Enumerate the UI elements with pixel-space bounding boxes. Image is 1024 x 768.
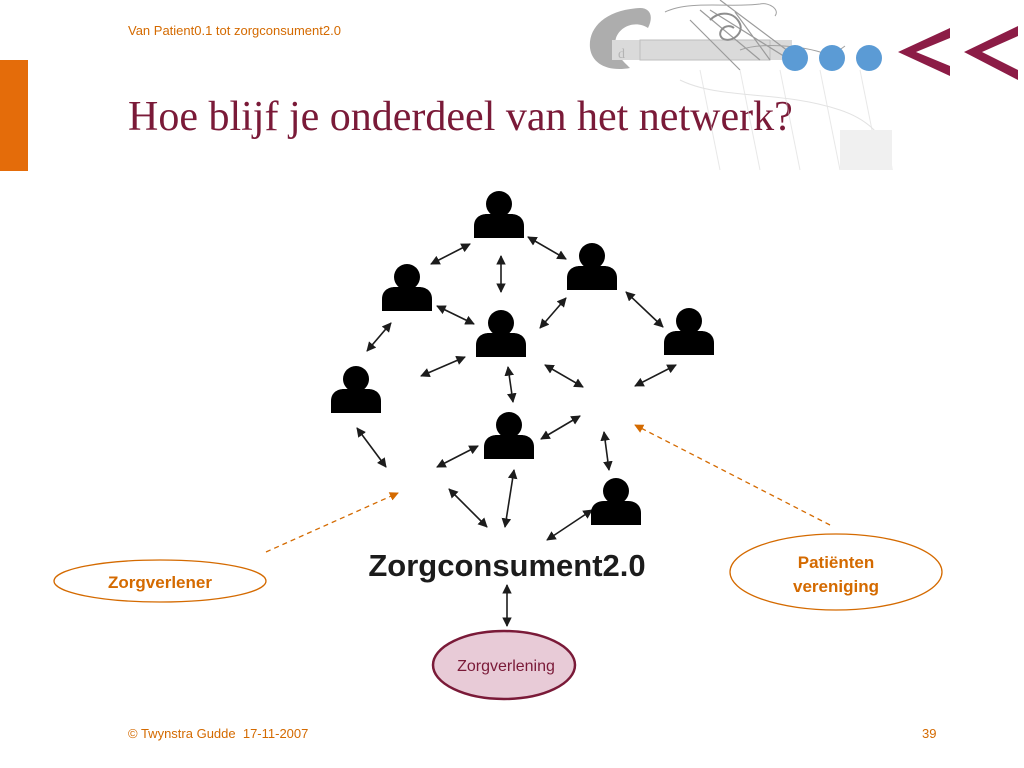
double-arrow-icon	[504, 366, 517, 403]
double-arrow-icon	[366, 322, 392, 352]
logo-icon: d	[589, 0, 1018, 171]
logo-dots	[782, 45, 882, 71]
double-arrow-icon	[448, 488, 488, 528]
person-icon	[476, 310, 526, 357]
double-arrow-icon	[527, 236, 567, 260]
zorgverlener-dashed-arrow	[265, 492, 399, 553]
double-arrow-icon	[544, 364, 584, 388]
double-arrow-icon	[430, 243, 471, 265]
patienten-dashed-arrow	[634, 424, 831, 526]
zorgverlening-ellipse	[431, 629, 577, 701]
footer-page-number: 39	[922, 726, 937, 741]
patienten-label-line1: Patiënten	[798, 553, 875, 572]
double-arrow-icon	[501, 469, 518, 528]
person-icon	[664, 308, 714, 355]
double-arrow-icon	[420, 356, 466, 377]
double-arrow-icon	[436, 305, 475, 325]
zorgverlener-ellipse	[53, 559, 267, 603]
double-arrow-icon	[634, 364, 677, 387]
double-arrow-icon	[539, 297, 567, 329]
patienten-label-line2: vereniging	[793, 577, 879, 596]
double-arrow-icon	[546, 509, 593, 541]
header-subtitle: Van Patient0.1 tot zorgconsument2.0	[128, 23, 341, 38]
person-icon	[382, 264, 432, 311]
network-persons	[331, 191, 714, 525]
double-arrow-icon	[600, 431, 613, 471]
svg-text:d: d	[618, 47, 625, 62]
logo-chevrons	[898, 26, 1018, 80]
person-icon	[331, 366, 381, 413]
person-icon	[591, 478, 641, 525]
logo-sketch: d	[589, 0, 893, 171]
double-arrow-icon	[540, 415, 581, 440]
center-label: Zorgconsument2.0	[368, 548, 645, 583]
double-arrow-icon	[625, 291, 664, 328]
double-arrow-icon	[436, 445, 479, 468]
slide-title: Hoe blijf je onderdeel van het netwerk?	[128, 94, 793, 140]
network-arrows	[356, 236, 677, 627]
patienten-vereniging-ellipse	[729, 533, 943, 611]
person-icon	[474, 191, 524, 238]
orange-tab	[0, 60, 28, 171]
person-icon	[567, 243, 617, 290]
zorgverlener-label: Zorgverlener	[108, 573, 212, 592]
double-arrow-icon	[356, 427, 387, 468]
person-icon	[484, 412, 534, 459]
footer-copyright: © Twynstra Gudde 17-11-2007	[128, 726, 309, 741]
zorgverlening-label: Zorgverlening	[457, 658, 555, 675]
